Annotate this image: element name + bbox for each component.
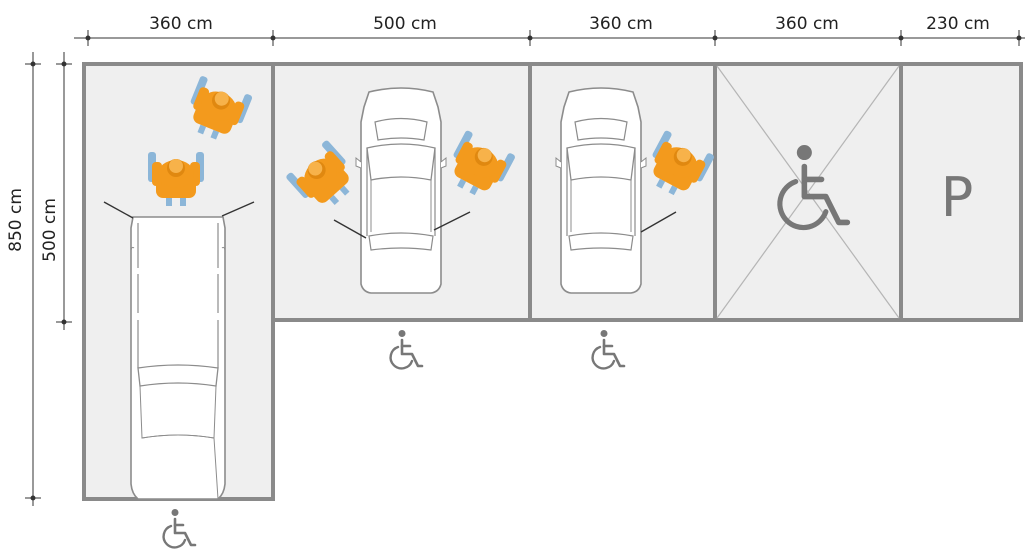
width-label-slot-3: 360 cm (589, 14, 653, 34)
height-dimensions (25, 52, 72, 506)
width-dimensions (74, 30, 1025, 46)
outer-height-label: 850 cm (6, 188, 26, 252)
slot-4-cross-line (716, 65, 900, 319)
car-icon (355, 87, 447, 294)
width-label-slot-2: 500 cm (373, 14, 437, 34)
wheelchair-icon (389, 328, 424, 370)
wheelchair-icon (162, 507, 197, 549)
width-label-slot-4: 360 cm (775, 14, 839, 34)
door-lines (103, 201, 677, 239)
car-icon (555, 87, 647, 294)
parking-slot-5 (899, 62, 1023, 322)
wheelchair-icon (591, 328, 626, 370)
width-label-slot-5: 230 cm (926, 14, 990, 34)
width-label-slot-1: 360 cm (149, 14, 213, 34)
parking-letter: P (941, 166, 974, 229)
car-icon (130, 216, 226, 500)
inner-height-label: 500 cm (40, 198, 60, 262)
